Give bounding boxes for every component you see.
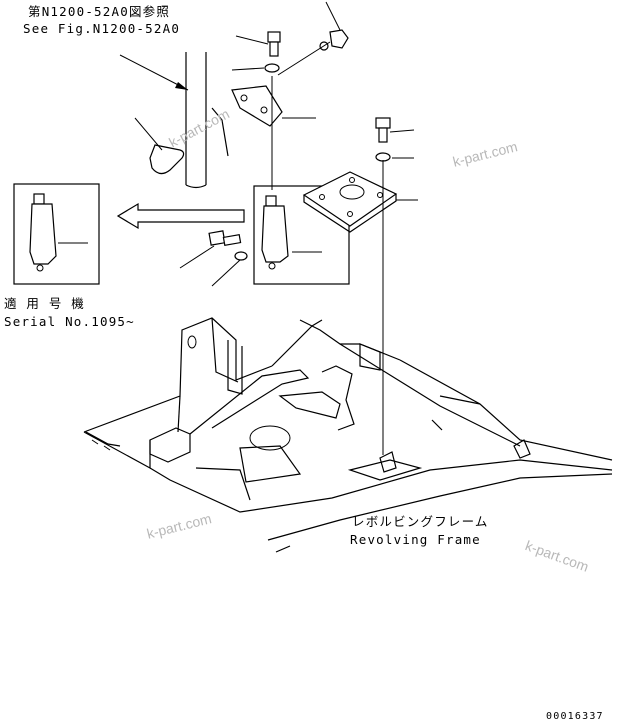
direction-arrow (116, 202, 245, 230)
top-bolt (235, 31, 281, 57)
right-bolt (375, 117, 415, 143)
right-washer (375, 152, 414, 162)
drawing-number: 00016337 (546, 711, 604, 722)
serial-inset-box (13, 183, 100, 285)
applicable-jp-text: 適 用 号 機 (4, 296, 85, 311)
top-nut (277, 1, 349, 76)
reference-en-text: See Fig.N1200-52A0 (23, 21, 181, 36)
top-washer (231, 63, 280, 73)
lower-bolt (179, 230, 242, 269)
mount-bracket (211, 85, 316, 157)
frame-label-en: Revolving Frame (350, 532, 481, 547)
lower-washer (211, 251, 248, 287)
reference-jp-text: 第N1200-52A0図参照 (28, 4, 171, 19)
mount-plate (302, 171, 418, 233)
u-bolt (134, 117, 185, 175)
serial-number-text: Serial No.1095~ (4, 314, 135, 329)
revolving-frame (83, 317, 613, 553)
reference-pipe (185, 52, 207, 189)
detail-box (253, 185, 350, 285)
frame-label-jp: レボルビングフレーム (352, 514, 489, 529)
reference-leader (119, 54, 189, 91)
